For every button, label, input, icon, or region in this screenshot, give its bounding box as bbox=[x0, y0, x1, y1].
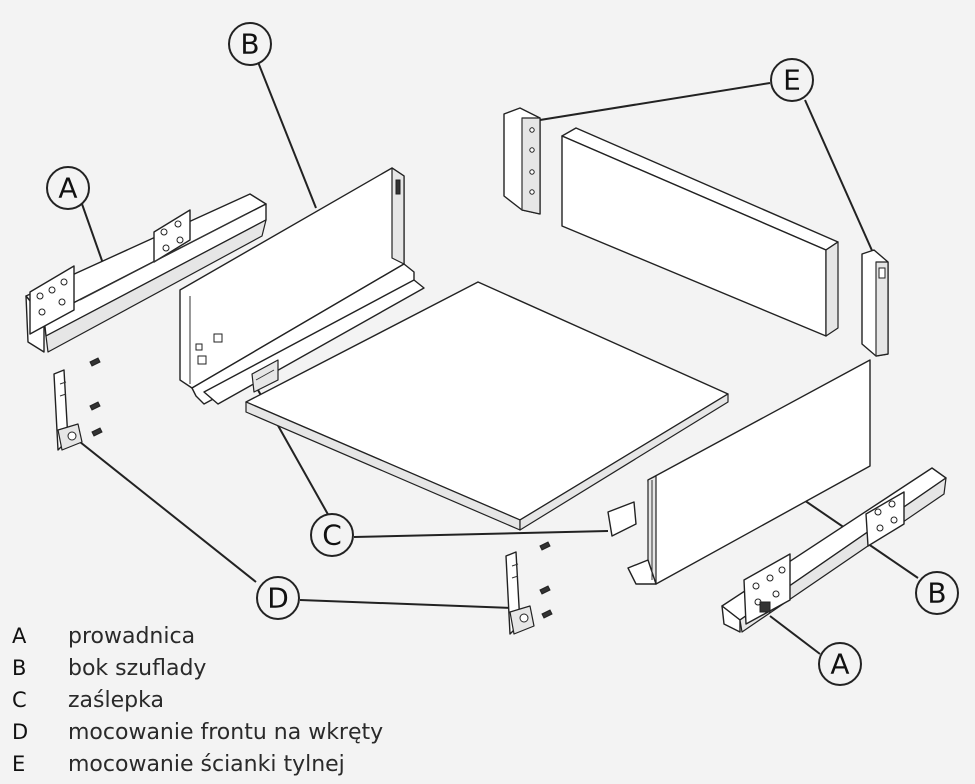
drawer-side-right bbox=[627, 359, 871, 585]
legend-key: E bbox=[12, 752, 26, 776]
callout-b-right: B bbox=[915, 571, 959, 615]
legend-text: zaślepka bbox=[68, 687, 164, 713]
front-fixing-left bbox=[53, 369, 83, 451]
callout-a-left: A bbox=[46, 166, 90, 210]
screws-left bbox=[89, 357, 103, 437]
back-bracket-right bbox=[861, 249, 889, 357]
legend-key: D bbox=[12, 720, 29, 744]
front-fixing-right bbox=[505, 551, 535, 635]
back-bracket-left bbox=[503, 107, 541, 215]
legend-text: prowadnica bbox=[68, 623, 196, 649]
legend-text: bok szuflady bbox=[68, 655, 207, 681]
callout-a-left-label: A bbox=[58, 172, 77, 205]
cover-cap-front bbox=[607, 501, 637, 537]
callout-d-label: D bbox=[267, 582, 289, 615]
legend-row: C zaślepka bbox=[10, 684, 383, 716]
legend-key: B bbox=[12, 656, 27, 680]
leader-d-right bbox=[299, 599, 514, 609]
legend-row: B bok szuflady bbox=[10, 652, 383, 684]
runner-left bbox=[25, 193, 267, 353]
callout-e: E bbox=[770, 58, 814, 102]
runner-right bbox=[721, 467, 947, 633]
leader-b-top bbox=[257, 61, 317, 209]
back-panel bbox=[561, 127, 839, 337]
legend-key: A bbox=[12, 624, 27, 648]
callout-b-top: B bbox=[228, 22, 272, 66]
legend-row: D mocowanie frontu na wkręty bbox=[10, 716, 383, 748]
bottom-board bbox=[245, 281, 729, 531]
callout-b-right-label: B bbox=[927, 577, 946, 610]
callout-b-top-label: B bbox=[240, 28, 259, 61]
screws-right bbox=[539, 541, 553, 619]
callout-c-label: C bbox=[322, 519, 342, 552]
callout-a-right: A bbox=[818, 642, 862, 686]
leader-c-cap bbox=[353, 530, 609, 538]
legend: A prowadnica B bok szuflady C zaślepka D… bbox=[10, 620, 383, 780]
leader-d-left bbox=[74, 437, 257, 583]
callout-a-right-label: A bbox=[830, 648, 849, 681]
callout-d: D bbox=[256, 576, 300, 620]
legend-key: C bbox=[12, 688, 27, 712]
legend-row: A prowadnica bbox=[10, 620, 383, 652]
callout-c: C bbox=[310, 513, 354, 557]
leader-e-left bbox=[539, 82, 771, 121]
cover-cap-left bbox=[251, 359, 279, 393]
leader-e-right bbox=[804, 99, 875, 256]
leader-a-right bbox=[769, 615, 821, 655]
legend-row: E mocowanie ścianki tylnej bbox=[10, 748, 383, 780]
legend-text: mocowanie frontu na wkręty bbox=[68, 719, 384, 745]
callout-e-label: E bbox=[783, 64, 801, 97]
legend-text: mocowanie ścianki tylnej bbox=[68, 751, 345, 777]
